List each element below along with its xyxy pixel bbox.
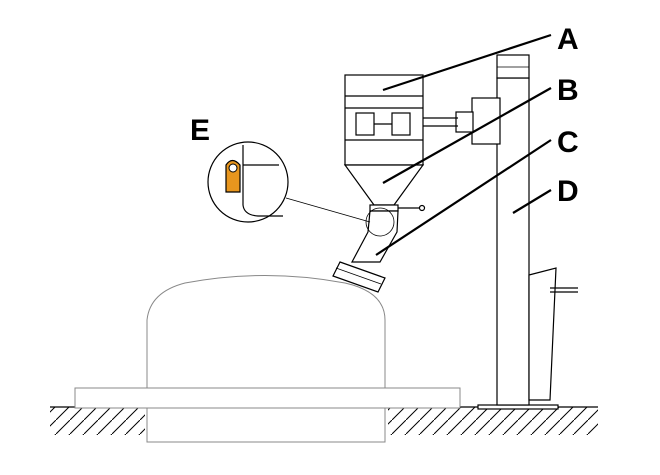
label-a: A [557,23,579,56]
cone-hopper [343,164,426,212]
leader-c [375,139,552,256]
upper-cylinder [344,74,424,166]
vessel [74,275,461,443]
label-d: D [557,175,579,208]
label-c: C [557,126,579,159]
support-column [477,54,578,410]
leader-b [382,87,552,184]
outlet-chute [332,210,399,293]
label-b: B [557,74,579,107]
leader-d [512,189,552,214]
seal-detail-callout [207,141,395,237]
leader-lines [375,33,552,256]
label-e: E [190,114,210,147]
mounting-arm [423,97,501,145]
leader-a [382,33,552,92]
